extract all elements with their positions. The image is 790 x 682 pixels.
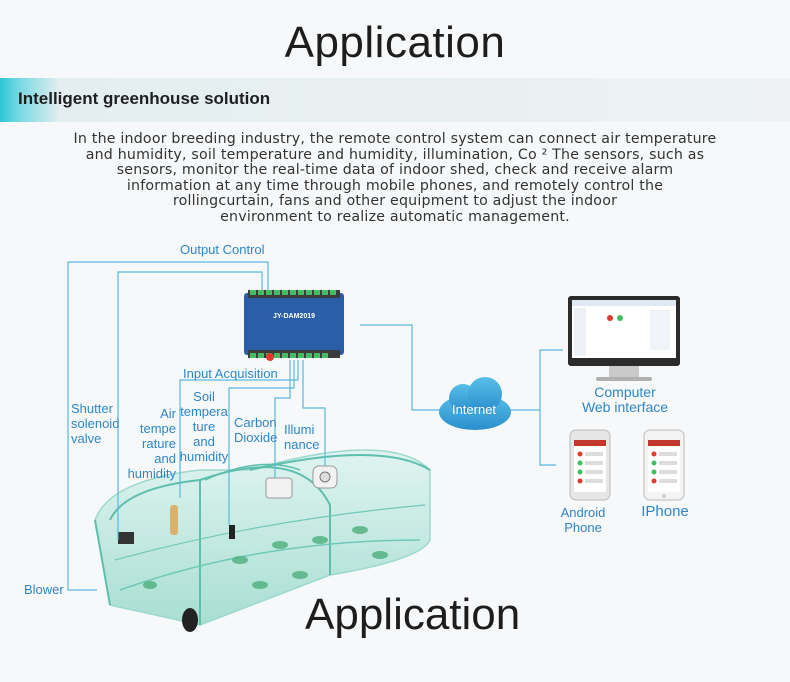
line-output-blower: [67, 261, 269, 591]
internet-label: Internet: [451, 402, 497, 417]
section-header-bar: [0, 78, 790, 122]
line-input-carbon: [274, 360, 291, 478]
label-line: and: [193, 434, 215, 449]
sensor-devices: [118, 465, 338, 632]
intro-line: sensors, monitor the real-time data of i…: [116, 162, 674, 179]
line-controller-internet: [360, 324, 442, 411]
line-output-shutter: [117, 271, 263, 540]
label-line: humidity: [127, 466, 176, 481]
computer-monitor: [568, 296, 680, 381]
intro-line: rollingcurtain, fans and other equipment…: [172, 193, 618, 210]
blower-label: Blower: [24, 582, 64, 597]
soil-temperature-humidity-label: Soil tempera ture and humidity: [176, 389, 232, 464]
line-internet-phones: [539, 410, 556, 466]
intro-line: In the indoor breeding industry, the rem…: [73, 131, 717, 147]
label-line: Illumi: [284, 422, 315, 437]
carbon-dioxide-label: Carbon Dioxide: [234, 415, 277, 445]
iphone-label: IPhone: [641, 503, 689, 520]
label-line: tempe: [139, 421, 176, 436]
line-internet-computer: [508, 349, 563, 411]
line-input-air: [179, 360, 299, 498]
label-line: Phone: [564, 520, 602, 535]
connection-lines: [67, 261, 563, 591]
input-acquisition-label: Input Acquisition: [183, 366, 278, 381]
label-line: Soil: [193, 389, 215, 404]
label-line: Carbon: [234, 415, 277, 430]
overlay-title: Application: [305, 590, 521, 639]
section-heading: Intelligent greenhouse solution: [18, 89, 271, 108]
label-line: humidity: [179, 449, 229, 464]
label-line: Web interface: [581, 399, 669, 415]
label-line: valve: [71, 431, 102, 446]
label-line: rature and: [142, 436, 176, 466]
intro-paragraph: In the indoor breeding industry, the rem…: [30, 131, 760, 226]
illuminance-label: Illumi nance: [284, 422, 319, 452]
line-input-illuminance: [302, 360, 326, 466]
label-line: Shutter: [71, 401, 113, 416]
label-line: solenoid: [71, 416, 120, 431]
label-line: Dioxide: [234, 430, 278, 445]
controller-model-label: JY-DAM2019: [272, 313, 316, 320]
label-line: Computer: [594, 384, 656, 400]
shutter-solenoid-valve-label: Shutter solenoid valve: [71, 401, 119, 446]
iphone-device: [643, 429, 685, 501]
page-title: Application: [284, 18, 506, 67]
label-line: nance: [284, 437, 320, 452]
greenhouse-illustration: [94, 449, 431, 626]
intro-line: environment to realize automatic managem…: [220, 208, 570, 225]
label-line: Air: [160, 406, 176, 421]
line-input-soil: [228, 360, 295, 525]
intro-line: and humidity, soil temperature and humid…: [85, 146, 705, 163]
label-line: tempera: [180, 404, 228, 419]
label-line: Android: [560, 505, 606, 520]
internet-cloud: [439, 377, 511, 430]
air-temperature-humidity-label: Air tempe rature and humidity: [122, 406, 176, 481]
output-control-label: Output Control: [180, 242, 265, 257]
computer-web-interface-label: Computer Web interface: [568, 385, 682, 415]
android-phone-label: Android Phone: [553, 505, 613, 535]
controller-device: [244, 290, 344, 361]
label-line: ture: [192, 419, 216, 434]
android-phone: [569, 429, 611, 501]
intro-line: information at any time through mobile p…: [126, 177, 664, 194]
